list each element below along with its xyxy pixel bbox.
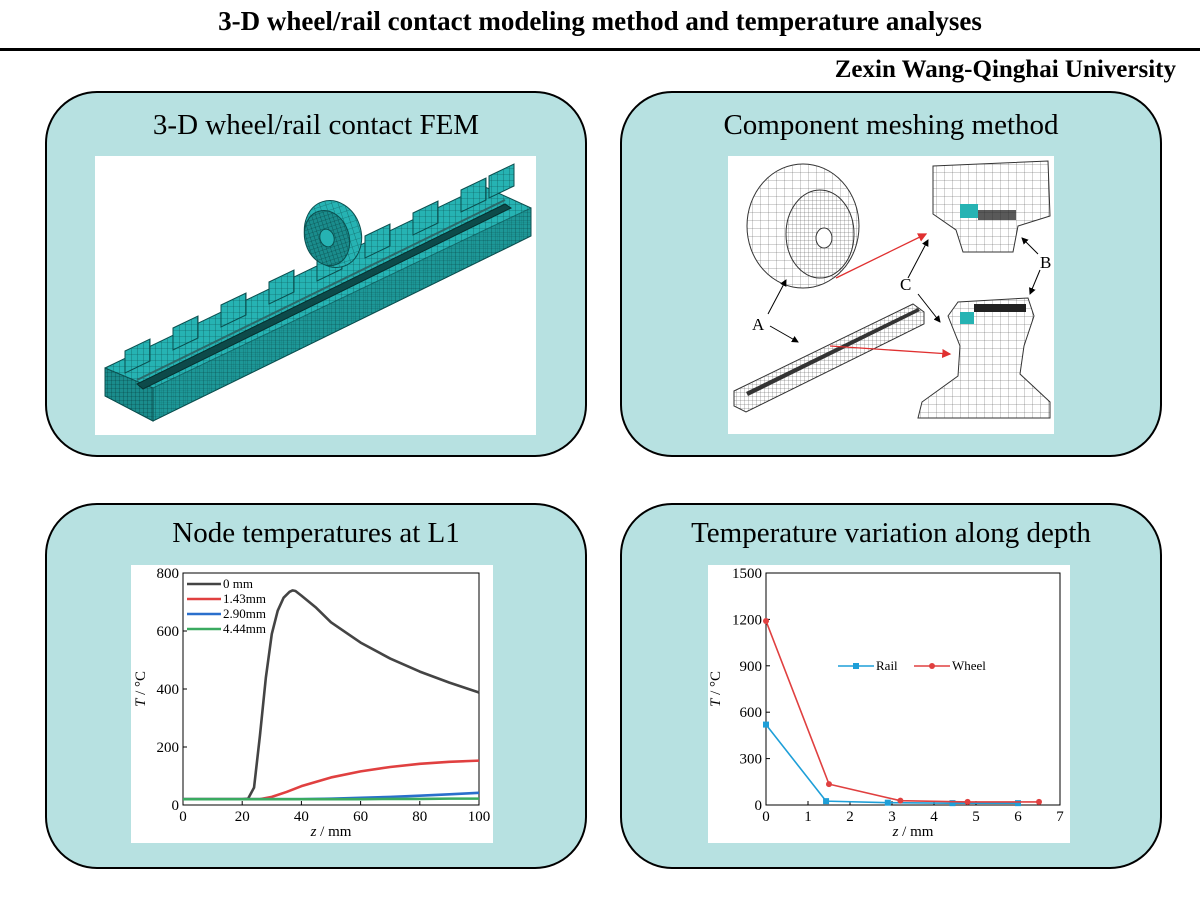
label-a: A (752, 315, 765, 334)
x-tick-label: 0 (762, 809, 770, 825)
legend-label-1: 1.43mm (223, 591, 266, 606)
legend-label-0: 0 mm (223, 576, 253, 591)
legend-marker-0 (853, 663, 859, 669)
meshing-panel: Component meshing method (620, 91, 1162, 457)
series-marker-0 (949, 800, 956, 807)
series-marker-0 (823, 798, 830, 805)
depth-temp-chart-frame: 0 1 2 3 4 5 6 7 0 300 600 900 1200 1500 z / mm T / °C Ra… (708, 565, 1070, 843)
y-axis-label: T / °C (133, 671, 149, 707)
y-tick-label: 0 (172, 798, 180, 814)
series-line-1 (765, 620, 1039, 803)
x-tick-label: 5 (972, 809, 980, 825)
series-marker-0 (884, 799, 891, 806)
y-tick-label: 800 (157, 566, 180, 582)
fem-panel: 3-D wheel/rail contact FEM (45, 91, 587, 457)
series-marker-1 (826, 781, 832, 788)
rail-section-mesh (917, 297, 1051, 419)
y-tick-label: 300 (740, 752, 763, 768)
y-tick-label: 1500 (732, 566, 762, 582)
series-marker-1 (897, 797, 904, 804)
legend-label-1: Wheel (952, 658, 986, 673)
series-marker-1 (964, 798, 971, 805)
node-temp-chart: 0 20 40 60 80 100 0 200 400 600 800 z / mm T / °C 0 m… (133, 566, 491, 840)
series-line-1 (183, 759, 480, 801)
x-tick-label: 7 (1056, 809, 1064, 825)
legend-label-0: Rail (876, 658, 898, 673)
y-tick-label: 900 (740, 659, 763, 675)
depth-temp-chart: 0 1 2 3 4 5 6 7 0 300 600 900 1200 1500 z / mm T / °C Ra… (708, 566, 1064, 840)
x-tick-label: 60 (353, 809, 368, 825)
series-marker-0 (1015, 800, 1021, 807)
y-tick-label: 600 (157, 624, 180, 640)
x-tick-label: 3 (888, 809, 896, 825)
x-tick-label: 6 (1014, 809, 1022, 825)
label-b: B (1040, 253, 1051, 272)
y-tick-label: 200 (157, 740, 180, 756)
x-tick-label: 20 (235, 809, 250, 825)
y-tick-label: 1200 (732, 612, 762, 628)
x-tick-label: 2 (846, 809, 854, 825)
y-tick-label: 400 (157, 682, 180, 698)
author-affiliation: Zexin Wang-Qinghai University (834, 56, 1176, 83)
y-tick-label: 0 (755, 798, 763, 814)
series-marker-1 (1036, 798, 1042, 805)
fem-model-illustration (104, 163, 532, 422)
series-line-0 (183, 589, 480, 801)
x-tick-label: 40 (294, 809, 309, 825)
fem-model-figure (95, 156, 536, 435)
x-tick-label: 80 (412, 809, 427, 825)
meshing-panel-title: Component meshing method (723, 109, 1059, 141)
meshing-illustration: A B C (733, 160, 1051, 419)
x-tick-label: 100 (468, 809, 491, 825)
series-marker-1 (763, 617, 769, 624)
fem-panel-title: 3-D wheel/rail contact FEM (152, 109, 480, 141)
legend-label-3: 4.44mm (223, 621, 266, 636)
plot-frame (765, 572, 1061, 806)
series-marker-0 (763, 721, 769, 728)
poster-title: 3-D wheel/rail contact modeling method a… (218, 6, 982, 36)
x-tick-label: 4 (930, 809, 938, 825)
node-temp-panel-title: Node temperatures at L1 (172, 517, 460, 549)
legend-label-2: 2.90mm (223, 606, 266, 621)
x-tick-label: 0 (179, 809, 187, 825)
node-temp-chart-frame: 0 20 40 60 80 100 0 200 400 600 800 z / mm T / °C 0 m… (131, 565, 493, 843)
label-c: C (900, 275, 911, 294)
x-tick-label: 1 (804, 809, 812, 825)
x-axis-label: z / mm (892, 824, 934, 840)
title-divider (0, 48, 1200, 51)
legend-marker-1 (929, 663, 935, 669)
series-line-3 (183, 797, 479, 801)
node-temp-panel: Node temperatures at L1 0 20 40 60 80 100 0 200… (45, 503, 587, 869)
meshing-figure: A B C (728, 156, 1054, 434)
x-axis-label: z / mm (310, 824, 352, 840)
y-tick-label: 600 (740, 705, 763, 721)
rail-head-mesh (932, 160, 1051, 253)
y-axis-label: T / °C (708, 671, 724, 707)
series-line-0 (765, 724, 1018, 804)
depth-temp-panel: Temperature variation along depth 0 1 2 3 4 5… (620, 503, 1162, 869)
depth-temp-panel-title: Temperature variation along depth (691, 517, 1091, 549)
